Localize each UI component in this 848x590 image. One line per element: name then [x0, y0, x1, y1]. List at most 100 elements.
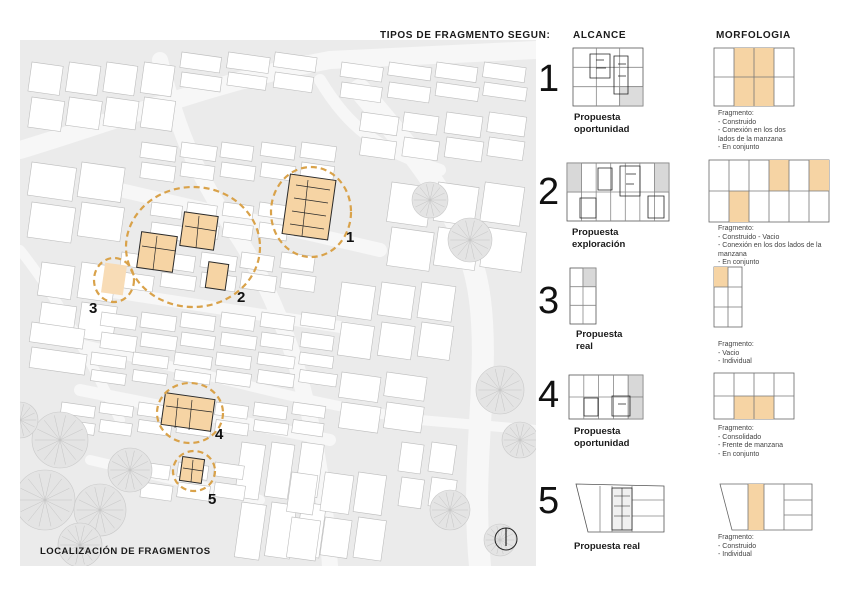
- building: [98, 419, 133, 437]
- building: [179, 161, 216, 181]
- morfologia-note-2: Fragmento: - Construido - Vacio - Conexi…: [718, 225, 822, 267]
- tree: [107, 447, 153, 493]
- building: [179, 51, 222, 74]
- building: [179, 141, 218, 162]
- building: [397, 476, 425, 510]
- tree: [475, 365, 525, 415]
- alcance-caption-2: Propuesta exploración: [572, 227, 626, 250]
- row-number-2: 2: [538, 171, 560, 213]
- alcance-diagrams: [566, 47, 670, 533]
- building: [214, 351, 253, 371]
- building: [259, 311, 296, 332]
- building: [401, 111, 440, 136]
- building: [28, 346, 88, 376]
- alcance-plan-1: [572, 47, 644, 107]
- tree-cluster: [20, 181, 536, 566]
- tree: [73, 483, 127, 537]
- building: [272, 71, 315, 94]
- building: [149, 201, 183, 220]
- building: [482, 81, 528, 102]
- morfologia-note-3: Fragmento: - Vacio - Individual: [718, 341, 754, 366]
- building: [443, 136, 485, 163]
- alcance-plan-3: [569, 267, 597, 325]
- building: [299, 311, 337, 331]
- building: [264, 441, 296, 500]
- morfologia-diagrams: [708, 47, 830, 531]
- building: [337, 321, 375, 360]
- building: [416, 281, 457, 323]
- circle-4: [155, 381, 225, 445]
- fragment-2c-block: [204, 261, 230, 291]
- alcance-plan-5: [575, 483, 665, 533]
- row-number-1: 1: [538, 58, 560, 100]
- building: [486, 136, 526, 161]
- map-label-1: 1: [346, 229, 355, 246]
- alcance-plan-4: [568, 374, 644, 420]
- building: [383, 371, 428, 402]
- circle-5: [171, 449, 217, 493]
- building: [159, 271, 197, 292]
- building: [65, 96, 103, 131]
- diagram-title: TIPOS DE FRAGMENTO SEGUN:: [380, 30, 551, 41]
- map-label-5: 5: [208, 491, 217, 508]
- building: [319, 471, 355, 515]
- map-label-4: 4: [215, 426, 224, 443]
- tree: [501, 421, 536, 459]
- building: [359, 136, 398, 161]
- building: [179, 311, 217, 332]
- building: [387, 61, 433, 82]
- building: [27, 161, 77, 202]
- building: [479, 181, 526, 227]
- building: [98, 401, 134, 418]
- building: [256, 369, 296, 389]
- building: [252, 401, 289, 421]
- building: [214, 419, 250, 437]
- morfologia-plan-4: [713, 372, 795, 420]
- building: [179, 71, 223, 93]
- building: [352, 516, 387, 562]
- building: [482, 61, 527, 84]
- building: [397, 441, 425, 475]
- morfologia-note-4: Fragmento: - Consolidado - Frente de man…: [718, 425, 783, 458]
- alcance-caption-1: Propuesta oportunidad: [574, 112, 630, 135]
- building: [76, 201, 125, 243]
- building: [434, 61, 479, 83]
- row-number-3: 3: [538, 280, 560, 322]
- building: [65, 61, 102, 96]
- building: [212, 481, 246, 501]
- building: [226, 51, 271, 74]
- alcance-caption-5: Propuesta real: [574, 541, 640, 552]
- building: [90, 369, 127, 386]
- building: [139, 96, 177, 132]
- building: [221, 201, 255, 220]
- building: [339, 81, 383, 104]
- building: [102, 61, 139, 97]
- tree: [57, 522, 103, 566]
- building: [219, 161, 257, 182]
- row-number-4: 4: [538, 374, 560, 416]
- building: [416, 321, 455, 361]
- building: [139, 311, 178, 333]
- building: [102, 96, 140, 131]
- building: [272, 51, 318, 73]
- building: [219, 311, 256, 332]
- building: [434, 81, 480, 102]
- building: [286, 471, 319, 516]
- building: [256, 351, 296, 370]
- circle-2: [124, 185, 262, 309]
- building: [219, 141, 255, 162]
- building: [139, 141, 178, 163]
- morfologia-note-1: Fragmento: - Construido - Conexión en lo…: [718, 110, 786, 152]
- building: [279, 271, 317, 293]
- building: [298, 351, 335, 369]
- building: [99, 331, 138, 353]
- building: [336, 281, 377, 321]
- fragment-2a-block: [136, 231, 178, 273]
- building: [299, 331, 335, 352]
- building: [299, 141, 337, 163]
- tree: [31, 411, 89, 469]
- fragment-interior-walls: [141, 179, 331, 483]
- building: [76, 161, 126, 203]
- building: [386, 226, 435, 272]
